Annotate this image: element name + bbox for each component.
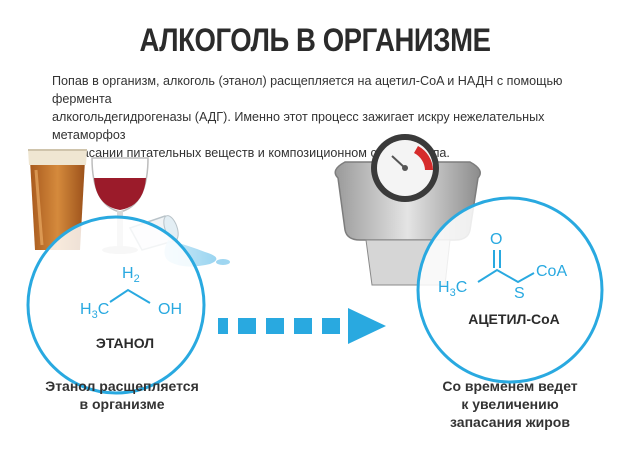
intro-text: Попав в организм, алкоголь (этанол) расщ… xyxy=(52,72,592,162)
caption-left-line-2: в организме xyxy=(79,396,165,412)
acetyl-h3c: H3C xyxy=(438,279,467,299)
caption-left-line-1: Этанол расщепляется xyxy=(45,378,199,394)
ethanol-h3c: H3C xyxy=(80,301,109,321)
ethanol-structure: H2 H3C OH xyxy=(80,265,182,321)
acetyl-o: O xyxy=(490,231,502,248)
acetyl-coa: CoA xyxy=(536,263,567,280)
acetyl-s: S xyxy=(514,285,525,302)
page-title: АЛКОГОЛЬ В ОРГАНИЗМЕ xyxy=(139,22,491,58)
intro-line-2: алкогольдегидрогеназы (АДГ). Именно этот… xyxy=(52,110,545,142)
ethanol-circle xyxy=(26,215,206,395)
caption-right-line-3: запасания жиров xyxy=(450,414,570,430)
intro-line-1: Попав в организм, алкоголь (этанол) расщ… xyxy=(52,74,563,106)
arrow-right-icon xyxy=(218,308,386,344)
acetyl-circle xyxy=(416,196,604,384)
caption-right: Со временем ведет к увеличению запасания… xyxy=(410,377,610,431)
caption-right-line-2: к увеличению xyxy=(461,396,559,412)
ethanol-h2: H2 xyxy=(122,265,140,285)
acetyl-label: АЦЕТИЛ-CoA xyxy=(468,311,560,327)
intro-line-3: в запасании питательных веществ и композ… xyxy=(52,146,450,160)
ethanol-oh: OH xyxy=(158,301,182,318)
acetyl-structure: O H3C S CoA xyxy=(438,231,567,302)
caption-right-line-1: Со временем ведет xyxy=(442,378,578,394)
caption-left: Этанол расщепляется в организме xyxy=(22,377,222,413)
ethanol-label: ЭТАНОЛ xyxy=(96,335,154,351)
